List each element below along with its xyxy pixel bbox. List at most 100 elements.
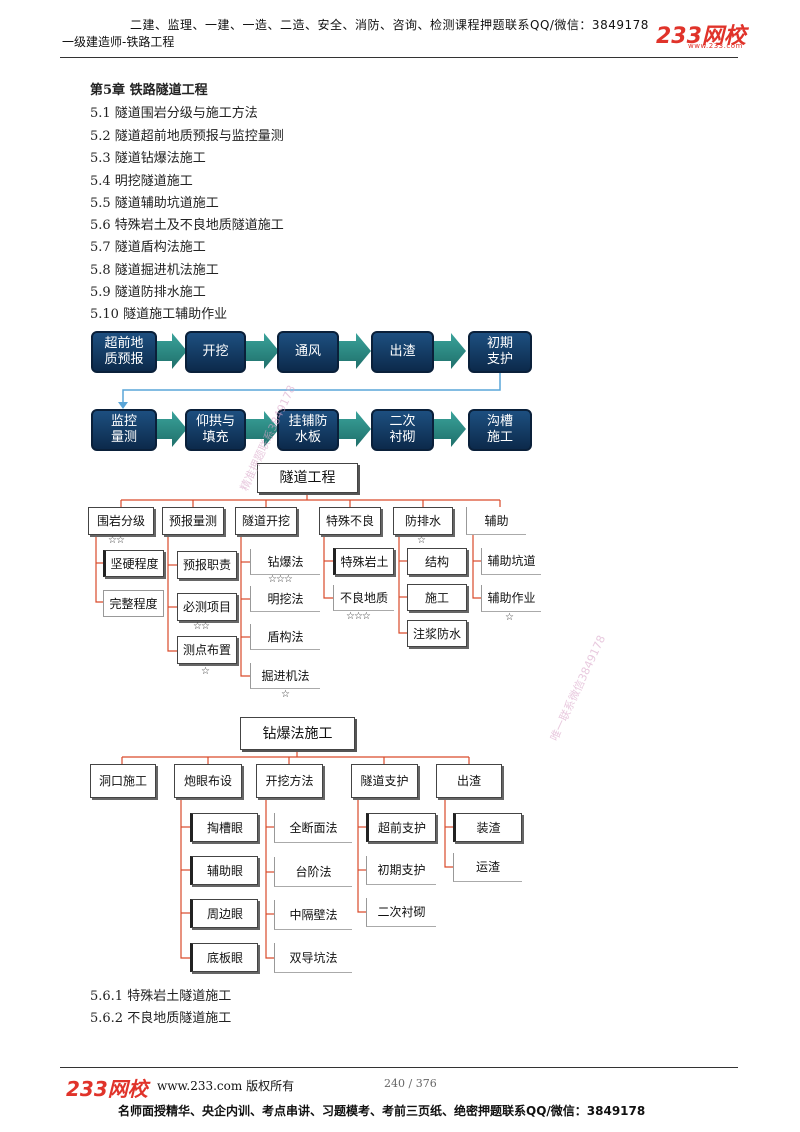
tree1-leaf: 辅助坑道 (481, 548, 541, 575)
star-rating: ☆ (417, 535, 426, 546)
tree1-leaf: 结构 (407, 548, 467, 575)
chapter-title: 第5章 铁路隧道工程 (90, 83, 208, 98)
flow-step-label: 超前地质预报 (104, 336, 144, 367)
tree1-leaf: 掘进机法 (250, 663, 320, 689)
flow-step-label: 沟槽施工 (486, 414, 513, 445)
tree1-leaf: 坚硬程度 (103, 550, 164, 577)
flow-arrow (157, 333, 187, 369)
tree1-leaf: 明挖法 (250, 586, 320, 612)
tree1-branch-forecast: 预报量测 (162, 507, 224, 535)
toc-item: 5.4 明挖隧道施工 (90, 174, 193, 189)
toc-item: 5.1 隧道围岩分级与施工方法 (90, 106, 258, 121)
header-subtitle: 一级建造师-铁路工程 (62, 35, 175, 49)
tree2-leaf: 周边眼 (190, 899, 258, 928)
tree1-leaf: 完整程度 (103, 590, 164, 617)
tree1-leaf: 钻爆法 (250, 549, 320, 575)
tree1-leaf: 测点布置 (177, 636, 237, 664)
tree2-leaf: 全断面法 (274, 813, 352, 843)
tree2-leaf: 台阶法 (274, 857, 352, 887)
flow-arrow (246, 411, 279, 447)
flow-step-label: 仰拱与填充 (195, 414, 235, 445)
footer-logo: 233网校 (66, 1077, 148, 1101)
tree2-root: 钻爆法施工 (240, 717, 355, 750)
tree2-leaf: 掏槽眼 (190, 813, 258, 842)
flow-arrow (246, 333, 279, 369)
tree2-leaf: 辅助眼 (190, 856, 258, 885)
tree2-branch-mucking: 出渣 (436, 764, 502, 798)
tree2-leaf: 中隔壁法 (274, 900, 352, 930)
star-rating: ☆☆ (108, 535, 125, 546)
tree2-branch-methods: 开挖方法 (256, 764, 323, 798)
flow-arrows (118, 333, 501, 447)
tree2-leaf: 运渣 (453, 853, 522, 882)
tree1-branch-waterproof: 防排水 (393, 507, 453, 535)
subsection-heading: 5.6.2 不良地质隧道施工 (90, 1011, 232, 1026)
toc-item: 5.10 隧道施工辅助作业 (90, 307, 228, 322)
subsection-heading: 5.6.1 特殊岩土隧道施工 (90, 989, 232, 1004)
flow-step-invert-fill: 仰拱与填充 (185, 409, 246, 451)
header-logo: 233网校 (656, 24, 746, 49)
flow-arrow (339, 411, 371, 447)
tree1-leaf: 特殊岩土 (333, 548, 394, 575)
flow-step-label: 监控量测 (110, 414, 137, 445)
tree1-leaf: 不良地质 (333, 585, 394, 611)
tree2-leaf: 装渣 (453, 813, 522, 842)
tree1-leaf: 辅助作业 (481, 585, 541, 612)
flow-step-label: 通风 (294, 344, 321, 359)
flow-step-label: 初期支护 (486, 336, 513, 367)
page-number: 240 / 376 (384, 1077, 437, 1090)
flow-step-monitoring: 监控量测 (91, 409, 157, 451)
toc-item: 5.2 隧道超前地质预报与监控量测 (90, 129, 284, 144)
tree1-branch-rock-class: 围岩分级 (88, 507, 154, 535)
tree2-leaf: 初期支护 (366, 856, 436, 885)
tree2-branch-portal: 洞口施工 (90, 764, 156, 798)
flow-step-mucking: 出渣 (371, 331, 434, 373)
tree2-leaf: 超前支护 (366, 813, 436, 842)
tree1-leaf: 必测项目 (177, 593, 237, 621)
toc-item: 5.7 隧道盾构法施工 (90, 240, 206, 255)
tree1-branch-auxiliary: 辅助 (466, 507, 526, 535)
header-divider (60, 57, 738, 58)
flow-step-label: 二次衬砌 (389, 414, 416, 445)
tree1-leaf: 预报职责 (177, 551, 237, 579)
flow-arrow (434, 411, 466, 447)
toc-item: 5.3 隧道钻爆法施工 (90, 151, 206, 166)
flow-step-label: 开挖 (202, 344, 229, 359)
flow-arrow (339, 333, 371, 369)
flow-step-excavation: 开挖 (185, 331, 246, 373)
header-contact-line: 二建、监理、一建、一造、二造、安全、消防、咨询、检测课程押题联系QQ/微信：38… (130, 18, 649, 32)
flow-step-label: 挂铺防水板 (288, 414, 328, 445)
tree1-branch-special: 特殊不良 (319, 507, 381, 535)
toc-item: 5.9 隧道防排水施工 (90, 285, 206, 300)
tree1-leaf: 盾构法 (250, 624, 320, 650)
tree2-branch-support: 隧道支护 (351, 764, 418, 798)
flow-step-label: 出渣 (389, 344, 416, 359)
star-rating: ☆☆☆ (346, 611, 371, 622)
flow-step-secondary-lining: 二次衬砌 (371, 409, 434, 451)
flow-step-initial-support: 初期支护 (468, 331, 532, 373)
tree1-connectors (95, 493, 501, 677)
flow-step-ventilation: 通风 (277, 331, 339, 373)
tree2-branch-blastholes: 炮眼布设 (174, 764, 242, 798)
toc-item: 5.6 特殊岩土及不良地质隧道施工 (90, 218, 284, 233)
flow-arrow (157, 411, 187, 447)
tree1-root: 隧道工程 (257, 463, 358, 493)
tree2-leaf: 二次衬砌 (366, 898, 436, 927)
tree1-branch-excavation: 隧道开挖 (235, 507, 297, 535)
star-rating: ☆☆☆ (268, 574, 293, 585)
footer-contact-line: 名师面授精华、央企内训、考点串讲、习题模考、考前三页纸、绝密押题联系QQ/微信：… (118, 1104, 646, 1118)
toc-item: 5.8 隧道掘进机法施工 (90, 263, 219, 278)
flow-step-waterproof-board: 挂铺防水板 (277, 409, 339, 451)
toc-item: 5.5 隧道辅助坑道施工 (90, 196, 219, 211)
flow-step-advance-forecast: 超前地质预报 (91, 331, 157, 373)
star-rating: ☆ (505, 612, 514, 623)
tree1-leaf: 施工 (407, 584, 467, 611)
flow-return-line (122, 371, 501, 404)
flow-arrow (434, 333, 466, 369)
tree2-leaf: 底板眼 (190, 943, 258, 972)
header-logo-url: www.233.com (688, 42, 743, 50)
tree2-connectors (121, 750, 470, 959)
star-rating: ☆ (281, 689, 290, 700)
footer-copyright: www.233.com 版权所有 (157, 1079, 295, 1093)
tree2-leaf: 双导坑法 (274, 943, 352, 973)
